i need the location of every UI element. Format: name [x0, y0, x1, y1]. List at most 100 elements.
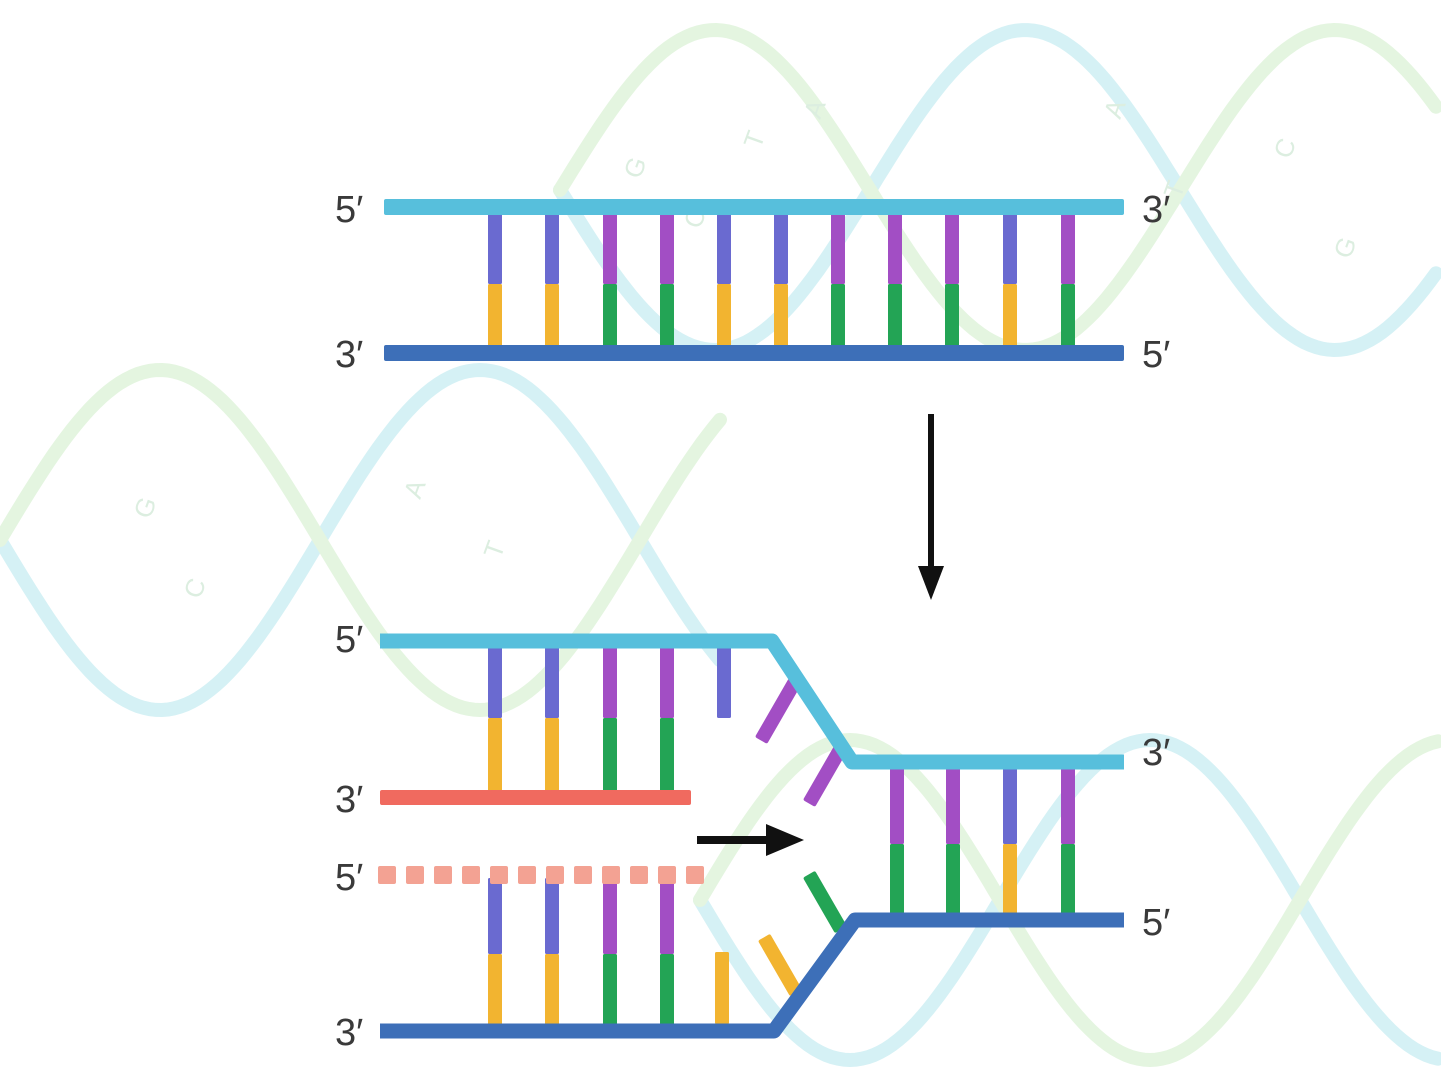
fork-upper-base-pair [660, 646, 674, 792]
lagging-fragment [518, 866, 536, 884]
fork-upper-base-pair [545, 646, 559, 792]
top-base-pairs [488, 212, 1075, 350]
unpaired-base-lower [715, 952, 729, 1024]
fork-parent-base-pair-upper-base [890, 768, 904, 844]
lagging-fragment [378, 866, 396, 884]
fork-parent-base-pair-lower-base [890, 844, 904, 915]
fork-parent-base-pair-upper-base [1061, 768, 1075, 844]
top-base-pair [1061, 212, 1075, 350]
top-base-pair-lower-base [774, 284, 788, 350]
label-top-left-3prime: 3′ [335, 334, 363, 376]
top-base-pair [1003, 212, 1017, 350]
fork-upper-base-pair-lower-base [545, 718, 559, 792]
fork-lower-base-pair-lower-base [545, 954, 559, 1026]
label-fork-left-3prime-new: 3′ [335, 779, 363, 821]
fork-lower-base-pair-upper-base [545, 878, 559, 954]
fork-parent-base-pair-lower-base [1061, 844, 1075, 915]
lagging-fragment [490, 866, 508, 884]
down-arrow [918, 414, 944, 600]
fork-lower-base-pair-lower-base [603, 954, 617, 1026]
fork-upper-base-pair-upper-base [603, 646, 617, 718]
unpaired-base-lower-angled [758, 934, 802, 996]
top-base-pair [945, 212, 959, 350]
fork-lower-base-pair [488, 878, 502, 1026]
top-base-pair-lower-base [603, 284, 617, 350]
fork-upper-base-pair-upper-base [545, 646, 559, 718]
watermark-letter: A [397, 475, 431, 502]
fork-lower-base-pair [603, 878, 617, 1026]
watermark-letter: T [737, 127, 771, 152]
top-double-strand: 5′ 3′ 3′ 5′ [335, 189, 1170, 376]
new-leading-strand [380, 790, 691, 805]
fork-upper-base-pair-upper-base [660, 646, 674, 718]
top-base-pair [774, 212, 788, 350]
label-fork-left-5prime-new: 5′ [335, 857, 363, 899]
watermark-letter: G [1327, 233, 1362, 262]
fork-parent-base-pair-upper-base [946, 768, 960, 844]
fork-parent-base-pair-lower-base [946, 844, 960, 915]
lagging-fragment [658, 866, 676, 884]
top-base-pair-upper-base [1003, 212, 1017, 284]
fork-upper-base-pair [603, 646, 617, 792]
top-base-pair-upper-base [831, 212, 845, 284]
top-base-pair-upper-base [603, 212, 617, 284]
fork-lower-base-pair-lower-base [488, 954, 502, 1026]
top-upper-strand [384, 199, 1124, 215]
top-base-pair-lower-base [545, 284, 559, 350]
top-base-pair-upper-base [717, 212, 731, 284]
top-lower-strand [384, 345, 1124, 361]
fork-parent-base-pair [1061, 768, 1075, 915]
top-base-pair [603, 212, 617, 350]
fork-parent-base-pair [890, 768, 904, 915]
fork-upper-base-pair [488, 646, 502, 792]
top-base-pair-upper-base [774, 212, 788, 284]
label-fork-right-3prime: 3′ [1142, 732, 1170, 774]
fork-upper-base-pair-lower-base [603, 718, 617, 792]
fork-lower-base-pair-upper-base [660, 878, 674, 954]
lagging-fragment [462, 866, 480, 884]
top-base-pair-lower-base [488, 284, 502, 350]
watermark-letter: G [617, 153, 652, 182]
label-top-right-5prime: 5′ [1142, 334, 1170, 376]
unpaired-base-lower-angled [803, 871, 847, 933]
lagging-fragment [602, 866, 620, 884]
lagging-fragment [546, 866, 564, 884]
label-fork-right-5prime: 5′ [1142, 902, 1170, 944]
label-top-left-5prime: 5′ [335, 189, 363, 231]
label-fork-left-5prime-upper: 5′ [335, 619, 363, 661]
fork-lower-base-pair-upper-base [488, 878, 502, 954]
lagging-fragment [434, 866, 452, 884]
top-base-pair-lower-base [831, 284, 845, 350]
watermark-letter: T [477, 537, 511, 562]
top-base-pair [660, 212, 674, 350]
watermark-helix-strand [560, 30, 1436, 350]
lagging-fragment [630, 866, 648, 884]
top-base-pair-lower-base [945, 284, 959, 350]
unpaired-base-upper [717, 646, 731, 718]
top-base-pair [831, 212, 845, 350]
fork-parent-base-pair [1003, 768, 1017, 915]
fork-parent-base-pair-lower-base [1003, 844, 1017, 915]
label-top-right-3prime: 3′ [1142, 189, 1170, 231]
watermark-letter: C [1267, 134, 1302, 162]
top-base-pair-upper-base [545, 212, 559, 284]
top-base-pair-lower-base [660, 284, 674, 350]
fork-lower-base-pair [545, 878, 559, 1026]
top-base-pair-upper-base [1061, 212, 1075, 284]
fork-upper-base-pair-lower-base [660, 718, 674, 792]
top-base-pair-lower-base [1003, 284, 1017, 350]
top-base-pair [717, 212, 731, 350]
fork-parent-base-pair-upper-base [1003, 768, 1017, 844]
fork-upper-base-pair-upper-base [488, 646, 502, 718]
top-base-pair [545, 212, 559, 350]
lagging-fragment [574, 866, 592, 884]
top-base-pair [488, 212, 502, 350]
top-base-pair-lower-base [717, 284, 731, 350]
top-base-pair [888, 212, 902, 350]
fork-lower-base-pair [660, 878, 674, 1026]
new-lagging-fragments [378, 866, 704, 884]
watermark-letter: C [177, 574, 212, 602]
fork-parent-base-pair [946, 768, 960, 915]
